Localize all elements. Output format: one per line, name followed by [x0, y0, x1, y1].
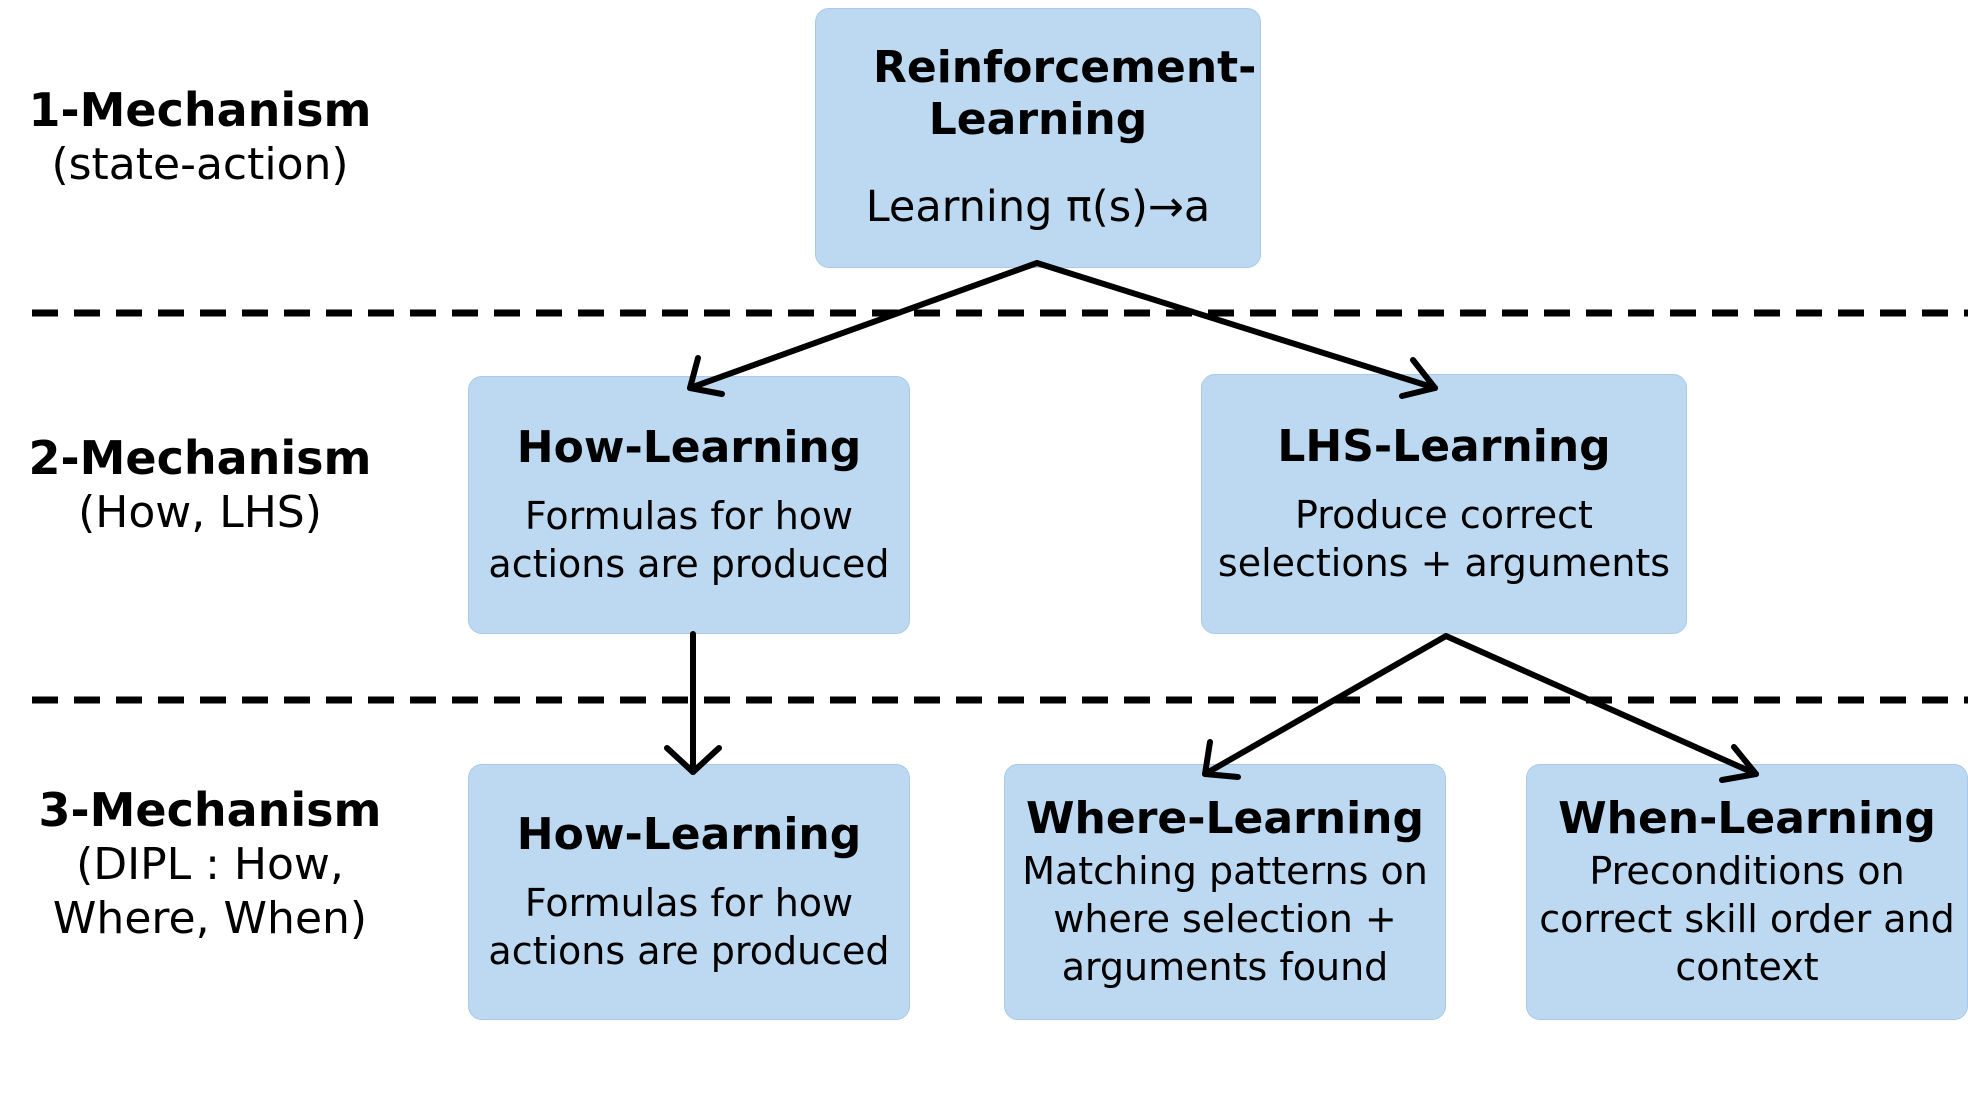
node-lhs-learning-title: LHS-Learning: [1277, 420, 1611, 472]
tier-3-title: 3-Mechanism: [38, 783, 382, 837]
arrowhead-rl-to-lhs: [1399, 357, 1438, 399]
arrowhead-lhs-to-when: [1719, 744, 1759, 783]
node-how-learning-3: How-Learning Formulas for how actions ar…: [468, 764, 910, 1020]
arrowhead-rl-to-how: [687, 355, 725, 397]
node-where-learning-desc: Matching patterns on where selection + a…: [1022, 848, 1428, 990]
edge-rl-to-how: [687, 260, 1040, 391]
node-where-learning-title: Where-Learning: [1026, 792, 1424, 844]
tier-3-subtitle: (DIPL : How, Where, When): [52, 839, 368, 944]
node-when-learning: When-Learning Preconditions on correct s…: [1526, 764, 1968, 1020]
tier-1-subtitle: (state-action): [51, 139, 349, 191]
node-reinforcement-learning-desc: Learning π(s)→a: [865, 181, 1211, 232]
node-when-learning-desc: Preconditions on correct skill order and…: [1539, 848, 1955, 990]
node-where-learning: Where-Learning Matching patterns on wher…: [1004, 764, 1446, 1020]
edge-lhs-to-where: [1202, 633, 1449, 777]
tier-label-1: 1-Mechanism (state-action): [20, 82, 380, 192]
node-lhs-learning-desc: Produce correct selections + arguments: [1217, 492, 1671, 585]
tier-2-title: 2-Mechanism: [28, 431, 372, 485]
node-when-learning-title: When-Learning: [1558, 792, 1936, 844]
arrowhead-how-to-how: [664, 745, 722, 775]
node-reinforcement-learning-title: Reinforcement-Learning: [873, 41, 1257, 145]
node-lhs-learning: LHS-Learning Produce correct selections …: [1201, 374, 1687, 634]
edge-lhs-to-when: [1443, 633, 1759, 777]
tier-label-2: 2-Mechanism (How, LHS): [20, 430, 380, 540]
tier-2-subtitle: (How, LHS): [78, 487, 322, 539]
node-how-learning-2-desc: Formulas for how actions are produced: [488, 493, 890, 586]
edge-rl-to-lhs: [1034, 260, 1438, 391]
node-reinforcement-learning: Reinforcement-Learning Learning π(s)→a: [815, 8, 1261, 268]
node-how-learning-2-title: How-Learning: [516, 421, 862, 473]
node-how-learning-3-desc: Formulas for how actions are produced: [488, 880, 890, 973]
tier-1-title: 1-Mechanism: [28, 83, 372, 137]
arrowhead-lhs-to-where: [1202, 739, 1241, 780]
node-how-learning-3-title: How-Learning: [516, 808, 862, 860]
node-how-learning-2: How-Learning Formulas for how actions ar…: [468, 376, 910, 634]
tier-label-3: 3-Mechanism (DIPL : How, Where, When): [30, 782, 390, 945]
